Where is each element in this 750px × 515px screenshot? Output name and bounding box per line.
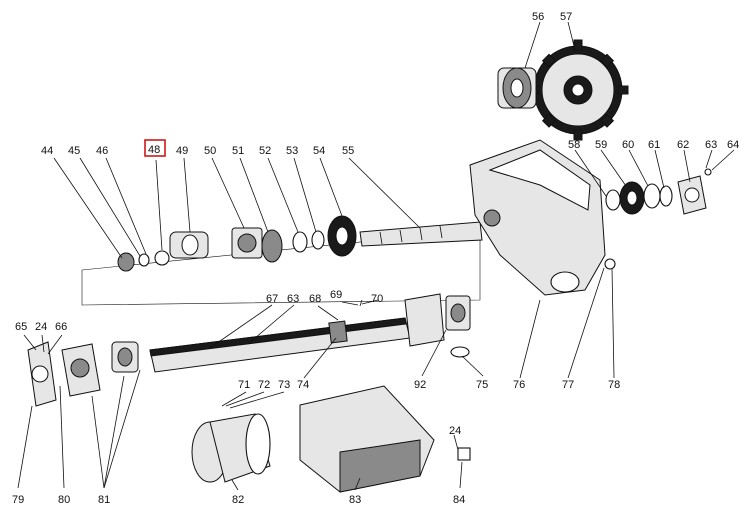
small-washers [117,250,170,272]
callout-75: 75 [476,379,488,391]
callout-71: 71 [238,379,250,391]
bearing-part [261,215,357,263]
callout-79: 79 [12,494,24,506]
callout-63: 63 [705,139,717,151]
yoke-part [169,231,209,259]
callout-50: 50 [204,145,216,157]
highlight-box [144,139,166,157]
sprocket-hub [497,67,537,109]
callout-73: 73 [278,379,290,391]
gearbox-housing [469,139,606,296]
shaft-guard-plate [299,385,471,493]
callout-52: 52 [259,145,271,157]
callout-92: 92 [414,379,426,391]
callout-45: 45 [68,145,80,157]
callout-83: 83 [349,494,361,506]
callout-46: 46 [96,145,108,157]
callout-72: 72 [258,379,270,391]
callout-70: 70 [371,293,383,305]
sprocket-gear [527,39,629,141]
callout-76: 76 [513,379,525,391]
callout-61: 61 [648,139,660,151]
callout-51: 51 [232,145,244,157]
propeller-shaft-assembly [17,293,484,489]
callout-48: 48 [148,144,160,156]
callout-44: 44 [41,145,53,157]
callout-58: 58 [568,139,580,151]
callout-82: 82 [232,494,244,506]
callout-67: 67 [266,293,278,305]
callout-60: 60 [622,139,634,151]
callout-24b: 24 [449,425,461,437]
callout-81: 81 [98,494,110,506]
callout-84: 84 [453,494,465,506]
flange-part [231,227,263,259]
callout-68: 68 [309,293,321,305]
callout-59: 59 [595,139,607,151]
callout-55: 55 [342,145,354,157]
callout-49: 49 [176,145,188,157]
universal-joint-right [404,293,471,347]
callout-54: 54 [313,145,325,157]
callout-63b: 63 [287,293,299,305]
callout-57: 57 [560,11,572,23]
drive-shaft-tube [149,317,411,373]
callout-78: 78 [608,379,620,391]
callout-77: 77 [562,379,574,391]
splined-shaft [359,221,483,247]
callout-69: 69 [330,289,342,301]
callout-65: 65 [15,321,27,333]
shaft-guard-tube [191,391,285,491]
callout-labels: 56 57 44 45 46 48 49 50 51 52 53 54 55 5… [12,11,739,506]
callout-24: 24 [35,321,47,333]
callout-74: 74 [297,379,309,391]
sprocket-assembly [497,21,629,141]
upper-shaft-assembly [53,157,483,306]
universal-joint-left [111,341,139,373]
callout-64: 64 [727,139,739,151]
callout-56: 56 [532,11,544,23]
callout-80: 80 [58,494,70,506]
callout-53: 53 [286,145,298,157]
callout-66: 66 [55,321,67,333]
callout-62: 62 [677,139,689,151]
output-bearing-group [574,149,735,215]
